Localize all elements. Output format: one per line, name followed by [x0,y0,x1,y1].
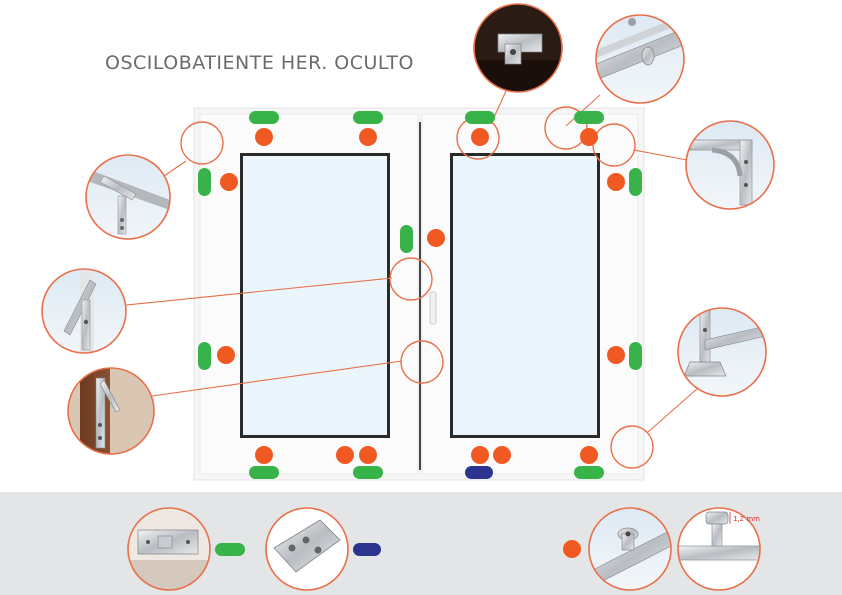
green-keeper-bottom-2[interactable] [353,466,383,479]
green-keeper-top-3[interactable] [465,111,495,124]
roller-right-2[interactable] [607,346,625,364]
ring-top-left-corner [180,121,224,165]
sash-stay-icon [67,367,155,455]
roller-top-2[interactable] [359,128,377,146]
hinge-top-corner-icon [85,154,171,240]
green-keeper-top-2[interactable] [353,111,383,124]
window-drawing [193,107,645,481]
green-keeper-top-1[interactable] [249,111,279,124]
roller-bottom-3[interactable] [359,446,377,464]
callout-line-lower-left [151,360,403,397]
roller-top-4[interactable] [580,128,598,146]
roller-right-1[interactable] [607,173,625,191]
roller-left-2[interactable] [217,346,235,364]
ring-bottom-right-corner [610,425,654,469]
corner-hinge-icon [685,120,775,210]
green-keeper-right-1[interactable] [629,168,642,196]
mushroom-roller-detail-icon: 1,2 mm [677,507,761,591]
left-glass [243,156,387,435]
green-keeper-top-4[interactable] [574,111,604,124]
ring-lower-mullion [400,340,444,384]
green-keeper-mullion[interactable] [400,225,413,253]
green-keeper-left-1[interactable] [198,168,211,196]
legend-roller-swatch [563,540,581,558]
roller-top-3[interactable] [471,128,489,146]
scale-label: 1,2 mm [733,515,760,523]
callout-line-right-corner [633,149,688,161]
roller-bottom-6[interactable] [580,446,598,464]
roller-bottom-2[interactable] [336,446,354,464]
shear-hinge-icon [41,268,127,354]
green-keeper-right-2[interactable] [629,342,642,370]
keeper-blue-icon [265,507,349,591]
callout-line-top-right [565,94,601,127]
roller-left-1[interactable] [220,173,238,191]
green-keepers [198,111,642,479]
bottom-pivot-icon [677,307,767,397]
roller-bottom-4[interactable] [471,446,489,464]
legend-green-keeper-swatch [215,543,245,556]
blue-keeper-bottom[interactable] [465,466,493,479]
keeper-green-icon [127,507,211,591]
callout-line-bottom-right [647,387,699,433]
roller-top-1[interactable] [255,128,273,146]
callout-line-middle-left [125,277,393,306]
callout-lines [125,90,699,433]
mushroom-roller-icon [588,507,672,591]
green-keeper-bottom-1[interactable] [249,466,279,479]
callout-line-top-left [163,160,187,177]
roller-mullion[interactable] [427,229,445,247]
legend-blue-keeper-swatch [353,543,381,556]
window-handle[interactable] [429,291,437,325]
ring-middle-mullion [389,257,433,301]
green-keeper-left-2[interactable] [198,342,211,370]
ring-top-right-bar [544,106,588,150]
roller-bottom-5[interactable] [493,446,511,464]
right-glass [453,156,597,435]
orange-rollers [217,128,625,464]
handle-gearbox-icon [473,3,563,93]
roller-bottom-1[interactable] [255,446,273,464]
diagram-title: OSCILOBATIENTE HER. OCULTO [105,52,414,74]
espagnolette-bar-icon [595,14,685,104]
green-keeper-bottom-3[interactable] [574,466,604,479]
